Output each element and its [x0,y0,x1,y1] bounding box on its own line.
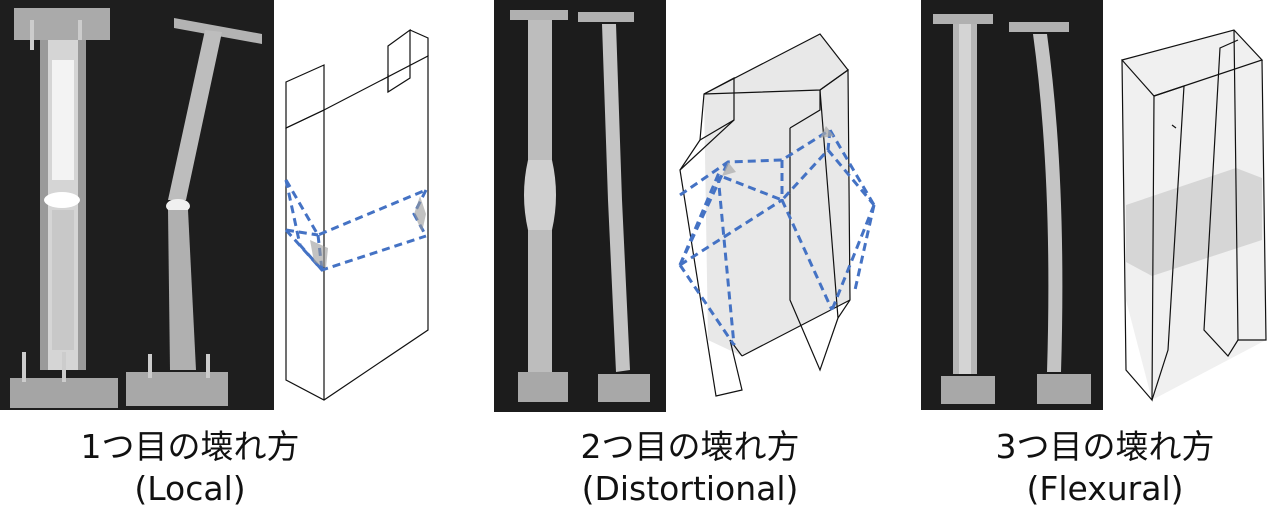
flexural-specimen-photo [921,0,1103,410]
local-buckling-diagram [276,0,446,412]
caption-distortional-mode: (Distortional) [581,469,799,508]
caption-flexural-mode: (Flexural) [1026,469,1184,508]
caption-flexural: 3つ目の壊れ方 (Flexural) [975,426,1235,510]
caption-distortional-title: 2つ目の壊れ方 [580,427,800,466]
distortional-specimen-photo [494,0,666,412]
caption-local-title: 1つ目の壊れ方 [80,427,300,466]
local-specimen-photo [0,0,274,410]
caption-local-mode: (Local) [134,469,246,508]
flexural-buckling-diagram [1112,0,1280,412]
caption-local: 1つ目の壊れ方 (Local) [60,426,320,510]
caption-distortional: 2つ目の壊れ方 (Distortional) [540,426,840,510]
caption-flexural-title: 3つ目の壊れ方 [995,427,1215,466]
distortional-buckling-diagram [670,0,890,412]
